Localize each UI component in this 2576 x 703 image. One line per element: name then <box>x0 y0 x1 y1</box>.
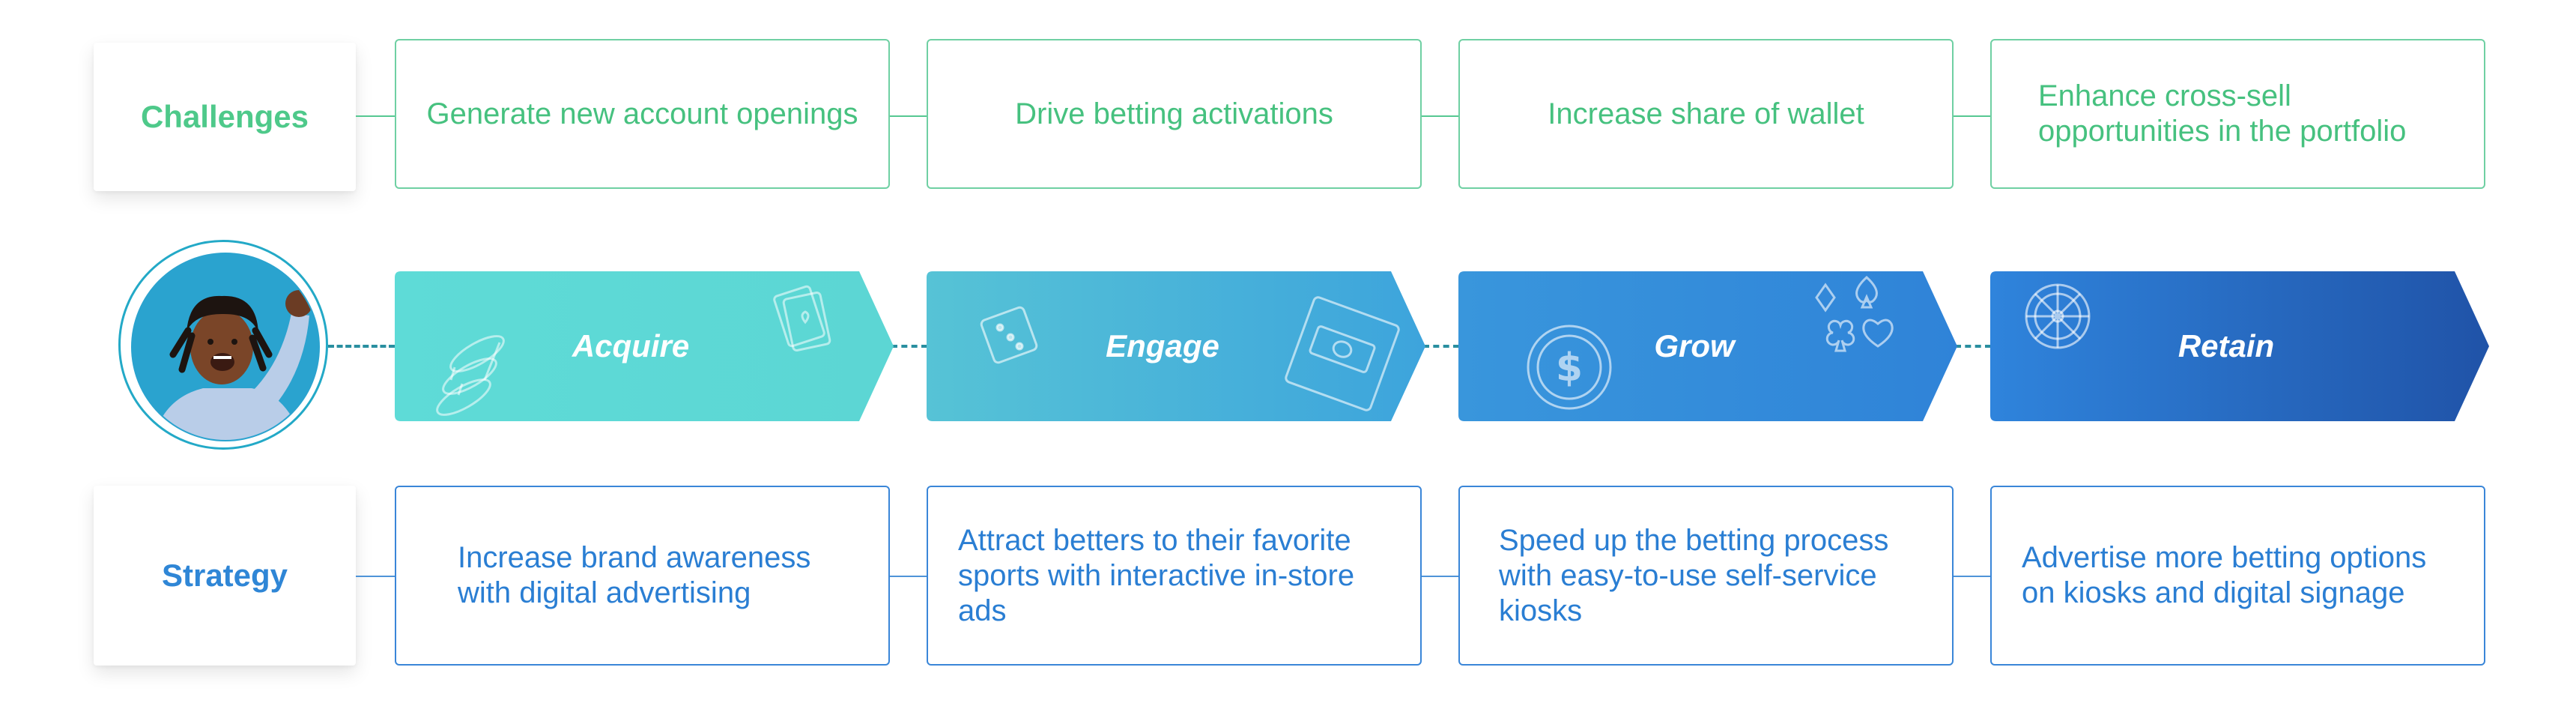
roulette-wheel-icon <box>2025 283 2091 349</box>
svg-text:$: $ <box>1556 346 1583 390</box>
dashed-connector <box>328 345 395 348</box>
challenges-row-label: Challenges <box>94 43 356 191</box>
card-suits-icon <box>1815 275 1894 352</box>
playing-cards-icon <box>773 285 831 352</box>
dashed-connector <box>891 345 927 348</box>
dashed-connector <box>1955 345 1991 348</box>
strategy-box-4: Advertise more betting options on kiosks… <box>1990 486 2485 666</box>
connector <box>356 576 395 577</box>
connector <box>1420 115 1459 117</box>
stage-acquire: Acquire <box>395 271 897 421</box>
challenge-text: Enhance cross-sell opportunities in the … <box>2038 79 2407 148</box>
strategy-text: Increase brand awareness with digital ad… <box>458 541 811 609</box>
connector <box>888 576 927 577</box>
strategy-row-label: Strategy <box>94 486 356 666</box>
stage-grow: $ Grow <box>1458 271 1960 421</box>
challenge-box-3: Increase share of wallet <box>1458 39 1954 189</box>
strategy-text: Advertise more betting options on kiosks… <box>2022 541 2427 609</box>
stage-retain: Retain <box>1990 271 2492 421</box>
challenge-box-1: Generate new account openings <box>395 39 890 189</box>
dollar-coin-icon: $ <box>1527 325 1612 410</box>
stage-label: Grow <box>1654 328 1735 363</box>
strategy-text: Speed up the betting process with easy-t… <box>1499 523 1889 627</box>
challenge-text: Drive betting activations <box>1015 97 1333 130</box>
cash-icon <box>1285 296 1400 411</box>
person-avatar <box>118 240 328 450</box>
connector <box>1952 115 1991 117</box>
challenge-text: Generate new account openings <box>426 97 858 130</box>
stage-label: Retain <box>2178 328 2275 363</box>
strategy-text: Attract betters to their favorite sports… <box>958 523 1355 627</box>
connector <box>888 115 927 117</box>
stage-label: Acquire <box>572 328 690 363</box>
connector <box>1952 576 1991 577</box>
stage-engage: Engage <box>927 271 1428 421</box>
strategy-box-1: Increase brand awareness with digital ad… <box>395 486 890 666</box>
strategy-box-2: Attract betters to their favorite sports… <box>927 486 1422 666</box>
cheering-person-icon <box>131 253 320 441</box>
dice-icon <box>980 306 1038 364</box>
strategy-box-3: Speed up the betting process with easy-t… <box>1458 486 1954 666</box>
connector <box>356 115 395 117</box>
challenge-box-2: Drive betting activations <box>927 39 1422 189</box>
connector <box>1420 576 1459 577</box>
challenge-text: Increase share of wallet <box>1548 97 1864 130</box>
challenge-box-4: Enhance cross-sell opportunities in the … <box>1990 39 2485 189</box>
coin-stack-icon <box>436 335 505 416</box>
dashed-connector <box>1423 345 1459 348</box>
stage-label: Engage <box>1106 328 1219 363</box>
